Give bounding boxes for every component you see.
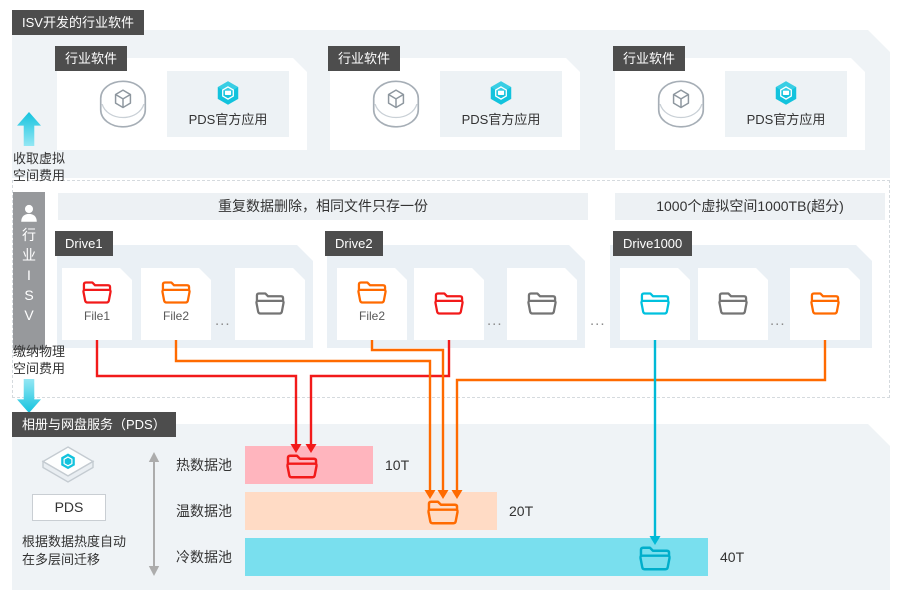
folder-icon — [638, 544, 672, 573]
drive-separator-ellipsis: ... — [590, 312, 606, 329]
file-label: File2 — [358, 309, 385, 323]
virtual-space-fee-line1: 收取虚拟 — [13, 151, 66, 166]
pds-section-label: 相册与网盘服务（PDS） — [12, 412, 176, 437]
isv-bar-char: V — [24, 307, 34, 323]
folder-icon — [526, 290, 558, 317]
folder-icon — [254, 290, 286, 317]
file-label: File1 — [83, 309, 110, 323]
pds-official-app-box: PDS官方应用 — [167, 71, 289, 137]
pds-official-app-label: PDS官方应用 — [188, 112, 268, 127]
isv-bar-char: 业 — [22, 247, 36, 263]
industry-software-tab-2: 行业软件 — [328, 46, 401, 71]
file-card-file2: File2 — [141, 268, 211, 340]
industry-app-card-2: PDS官方应用 — [330, 58, 580, 150]
folder-icon — [160, 279, 192, 306]
physical-space-fee-line1: 缴纳物理 — [13, 344, 66, 359]
drive1000-tab: Drive1000 — [613, 231, 693, 256]
drive2-tab: Drive2 — [325, 231, 383, 256]
folder-icon — [639, 290, 671, 317]
folder-icon — [717, 290, 749, 317]
folder-icon — [356, 279, 388, 306]
pds-name-box: PDS — [32, 494, 106, 521]
folder-icon — [809, 290, 841, 317]
industry-app-card-3: PDS官方应用 — [615, 58, 865, 150]
pds-hexagon-icon — [488, 80, 514, 106]
isv-bar-char: S — [24, 287, 34, 303]
pds-cube-icon — [40, 445, 96, 493]
folder-icon — [285, 452, 319, 481]
file-card-empty — [698, 268, 768, 340]
physical-space-fee-text: 缴纳物理 空间费用 — [13, 343, 65, 377]
warm-pool-label: 温数据池 — [176, 503, 232, 519]
quota-banner: 1000个虚拟空间1000TB(超分) — [615, 193, 885, 220]
folder-icon — [81, 279, 113, 306]
hot-pool-label: 热数据池 — [176, 457, 232, 473]
file-card-empty — [235, 268, 305, 340]
tier-migration-double-arrow-icon — [147, 452, 161, 576]
industry-software-tab-3: 行业软件 — [613, 46, 686, 71]
file-card-red — [414, 268, 484, 340]
industry-software-tab-1: 行业软件 — [55, 46, 128, 71]
file-card-file1: File1 — [62, 268, 132, 340]
isv-section-label: ISV开发的行业软件 — [12, 10, 144, 35]
app-cylinder-icon — [655, 78, 707, 132]
drive1-tab: Drive1 — [55, 231, 113, 256]
physical-space-fee-line2: 空间费用 — [13, 361, 66, 376]
hot-pool-size: 10T — [385, 457, 410, 473]
file-card-cyan — [620, 268, 690, 340]
pds-hexagon-icon — [215, 80, 241, 106]
app-cylinder-icon — [97, 78, 149, 132]
file-label: File2 — [162, 309, 189, 323]
app-cylinder-icon — [370, 78, 422, 132]
isv-bar-char: I — [27, 267, 31, 283]
virtual-space-fee-text: 收取虚拟 空间费用 — [13, 150, 65, 184]
industry-isv-bar: 行 业 I S V — [13, 192, 45, 350]
ellipsis: ... — [215, 312, 231, 329]
folder-icon — [433, 290, 465, 317]
pds-hexagon-icon — [773, 80, 799, 106]
tier-migration-note: 根据数据热度自动 在多层间迁移 — [22, 533, 126, 569]
warm-pool-size: 20T — [509, 503, 534, 519]
pds-official-app-box: PDS官方应用 — [440, 71, 562, 137]
virtual-space-fee-line2: 空间费用 — [13, 168, 66, 183]
dedup-banner: 重复数据删除，相同文件只存一份 — [58, 193, 588, 220]
tier-migration-note-line1: 根据数据热度自动 — [22, 534, 127, 549]
folder-icon — [426, 498, 460, 527]
person-icon — [18, 202, 40, 224]
pds-official-app-label: PDS官方应用 — [461, 112, 541, 127]
file-card-file2-copy: File2 — [337, 268, 407, 340]
cold-pool-label: 冷数据池 — [176, 549, 232, 565]
file-card-orange — [790, 268, 860, 340]
tier-migration-note-line2: 在多层间迁移 — [22, 552, 101, 567]
ellipsis: ... — [487, 312, 503, 329]
pds-official-app-label: PDS官方应用 — [746, 112, 826, 127]
pds-official-app-box: PDS官方应用 — [725, 71, 847, 137]
virtual-space-dashed-zone — [12, 180, 890, 398]
file-card-empty — [507, 268, 577, 340]
cold-pool-band — [245, 538, 708, 576]
ellipsis: ... — [770, 312, 786, 329]
isv-bar-char: 行 — [22, 227, 36, 243]
industry-app-card-1: PDS官方应用 — [57, 58, 307, 150]
cold-pool-size: 40T — [720, 549, 745, 565]
